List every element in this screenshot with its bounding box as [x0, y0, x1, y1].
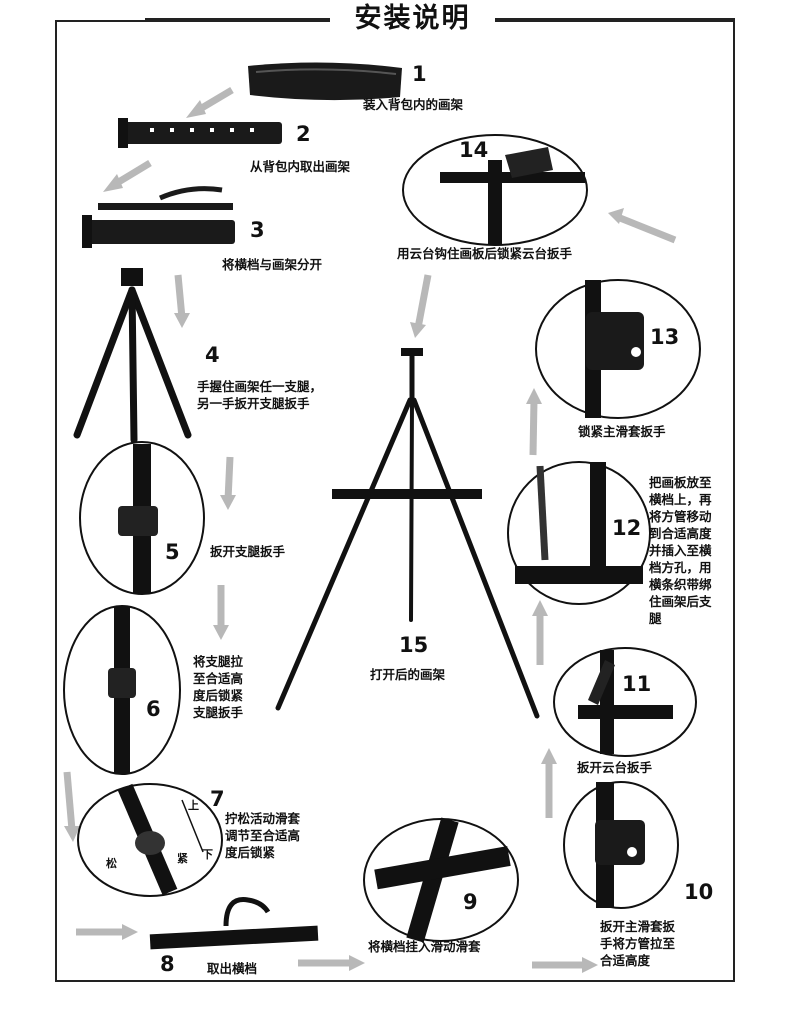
step-2-number: 2	[296, 122, 311, 146]
step-7-detail	[77, 783, 223, 897]
title-bar: 安装说明	[0, 0, 790, 40]
step-7-label-down: 下	[202, 848, 213, 861]
step-6-detail	[63, 605, 181, 775]
step-9-detail	[363, 817, 519, 943]
step-4-caption: 手握住画架任一支腿， 另一手扳开支腿扳手	[197, 379, 323, 411]
step-6-number: 6	[146, 697, 161, 721]
arrow-14-15	[414, 274, 432, 329]
step-10-detail	[563, 781, 679, 909]
step-13-detail	[535, 279, 701, 419]
step-4-tripod	[73, 268, 192, 444]
step-15-caption: 打开后的画架	[370, 667, 446, 682]
step-10-caption: 扳开主滑套扳 手将方管拉至 合适高度	[600, 919, 676, 968]
step-13-number: 13	[650, 325, 680, 349]
step-5-caption: 扳开支腿扳手	[210, 544, 286, 559]
step-3-number: 3	[250, 218, 265, 242]
step-11-number: 11	[622, 672, 652, 696]
step-14-number: 14	[459, 138, 489, 162]
step-2-caption: 从背包内取出画架	[250, 159, 351, 174]
step-4-number: 4	[205, 343, 220, 367]
flow-arrows	[63, 86, 677, 969]
step-8-caption: 取出横档	[207, 961, 258, 976]
step-7-label-up: 上	[188, 799, 199, 812]
arrow-heads	[64, 100, 624, 973]
step-3-caption: 将横档与画架分开	[222, 257, 323, 272]
step-12-caption: 把画板放至 横档上，再 将方管移动 到合适高度 并插入至横 档方孔，用 横条织带…	[649, 475, 712, 626]
arrow-4-5	[224, 456, 234, 501]
step-15-number: 15	[399, 633, 429, 657]
step-9-caption: 将横档挂入滑动滑套	[368, 939, 481, 954]
arrow-13-14	[618, 214, 677, 244]
step-9-number: 9	[463, 890, 478, 914]
step-6-caption: 将支腿拉 至合适高 度后锁紧 支腿扳手	[193, 654, 244, 720]
title-divider-right	[495, 18, 735, 20]
step-5-detail	[79, 441, 205, 595]
step-7-number: 7	[210, 787, 225, 811]
step-10-number: 10	[684, 880, 714, 904]
step-7-caption: 拧松活动滑套 调节至合适高 度后锁紧	[225, 811, 301, 860]
step-3-separated-parts	[82, 186, 235, 248]
step-2-folded-easel	[118, 118, 282, 148]
title-divider-left	[145, 18, 330, 20]
step-7-label-tight: 紧	[177, 852, 188, 865]
page-title: 安装说明	[330, 0, 495, 38]
step-1-number: 1	[412, 62, 427, 86]
step-12-detail	[507, 461, 651, 605]
step-5-number: 5	[165, 540, 180, 564]
step-1-caption: 装入背包内的画架	[363, 97, 464, 112]
step-11-detail	[553, 647, 697, 757]
step-12-number: 12	[612, 516, 642, 540]
step-14-caption: 用云台钩住画板后锁紧云台扳手	[397, 246, 573, 261]
step-13-caption: 锁紧主滑套扳手	[578, 424, 666, 439]
step-7-label-loose: 松	[106, 857, 117, 870]
step-14-detail	[402, 134, 588, 246]
arrow-12-13	[529, 399, 538, 456]
step-15-assembled-easel	[275, 348, 540, 719]
step-8-number: 8	[160, 952, 175, 976]
step-8-crossbar	[149, 897, 319, 950]
step-11-caption: 扳开云台扳手	[577, 760, 653, 775]
step-1-bag-illustration	[248, 62, 402, 101]
arrow-6-7	[63, 771, 76, 831]
arrow-3-4	[174, 274, 186, 319]
